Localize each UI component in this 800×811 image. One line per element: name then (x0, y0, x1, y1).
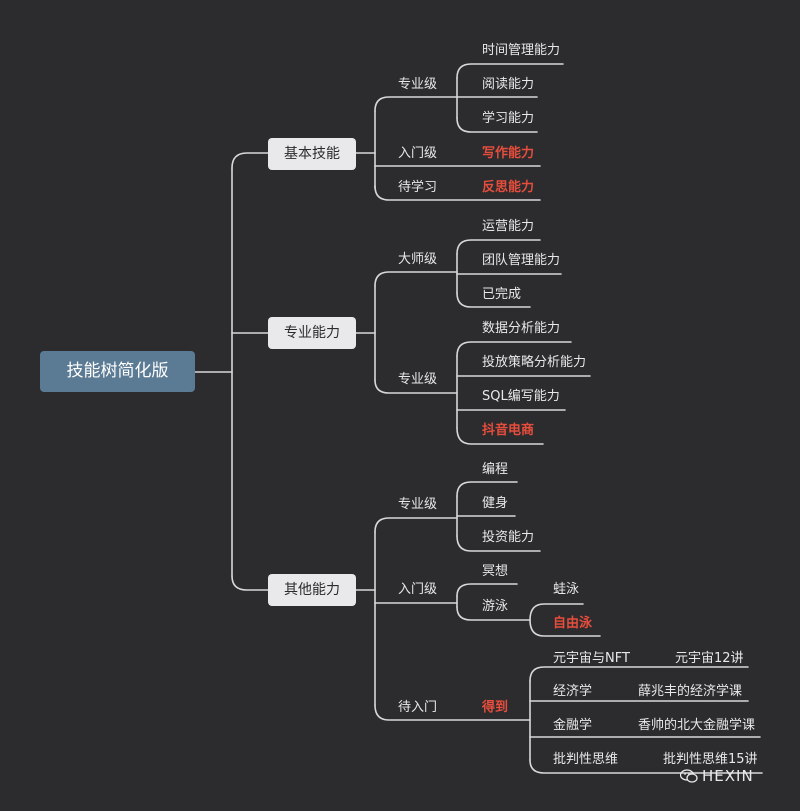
watermark-text: HEXIN (702, 767, 754, 785)
basic-entry-label[interactable]: 入门级 (398, 146, 438, 161)
pro-master-item[interactable]: 运营能力 (482, 219, 535, 234)
course-topic[interactable]: 经济学 (553, 684, 593, 699)
pro-professional-item[interactable]: 投放策略分析能力 (482, 355, 587, 370)
other-professional-item[interactable]: 投资能力 (482, 530, 535, 545)
other-tostart-label[interactable]: 待入门 (398, 700, 438, 715)
pro-master-item[interactable]: 团队管理能力 (482, 253, 561, 268)
course-name[interactable]: 批判性思维15讲 (663, 752, 758, 767)
other-professional-item[interactable]: 编程 (482, 462, 509, 477)
node-other-skills[interactable]: 其他能力 (268, 574, 356, 606)
basic-professional-label[interactable]: 专业级 (398, 77, 438, 92)
basic-entry-item-highlight[interactable]: 写作能力 (482, 146, 535, 161)
root-node[interactable]: 技能树简化版 (40, 351, 195, 392)
basic-tolearn-label[interactable]: 待学习 (398, 180, 438, 195)
pro-professional-item[interactable]: SQL编写能力 (482, 389, 560, 404)
pro-master-item[interactable]: 已完成 (482, 287, 522, 302)
course-topic[interactable]: 元宇宙与NFT (553, 651, 630, 666)
pro-professional-item-highlight[interactable]: 抖音电商 (482, 423, 535, 438)
other-professional-label[interactable]: 专业级 (398, 497, 438, 512)
course-topic[interactable]: 金融学 (553, 718, 593, 733)
other-entry-label[interactable]: 入门级 (398, 582, 438, 597)
other-entry-swim[interactable]: 游泳 (482, 599, 509, 614)
other-tostart-dedao-highlight[interactable]: 得到 (482, 700, 509, 715)
watermark: HEXIN (680, 767, 754, 785)
course-name[interactable]: 元宇宙12讲 (675, 651, 744, 666)
pro-professional-item[interactable]: 数据分析能力 (482, 321, 561, 336)
basic-professional-item[interactable]: 阅读能力 (482, 77, 535, 92)
basic-professional-item[interactable]: 学习能力 (482, 111, 535, 126)
node-basic-skills[interactable]: 基本技能 (268, 138, 356, 170)
other-professional-item[interactable]: 健身 (482, 496, 509, 511)
pro-master-label[interactable]: 大师级 (398, 252, 438, 267)
swim-style-item[interactable]: 蛙泳 (553, 582, 580, 597)
course-topic[interactable]: 批判性思维 (553, 752, 619, 767)
basic-tolearn-item-highlight[interactable]: 反思能力 (482, 180, 535, 195)
pro-professional-label[interactable]: 专业级 (398, 372, 438, 387)
basic-professional-item[interactable]: 时间管理能力 (482, 43, 561, 58)
wechat-icon (680, 769, 698, 783)
swim-style-item-highlight[interactable]: 自由泳 (553, 616, 593, 631)
course-name[interactable]: 薛兆丰的经济学课 (638, 684, 743, 699)
course-name[interactable]: 香帅的北大金融学课 (638, 718, 756, 733)
other-entry-meditate[interactable]: 冥想 (482, 564, 509, 579)
node-pro-skills[interactable]: 专业能力 (268, 317, 356, 349)
